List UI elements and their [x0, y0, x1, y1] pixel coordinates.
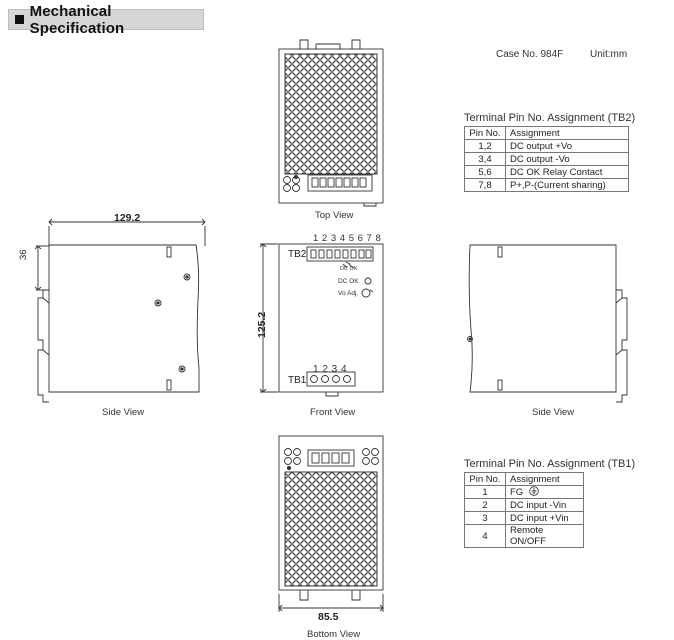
- vo-adj-label: Vo Adj.: [338, 290, 359, 297]
- dimension-width-bottom: 85.5: [318, 611, 339, 623]
- dc-ok-terminal-label: DC OK: [340, 266, 358, 272]
- side-view-right-caption: Side View: [532, 407, 575, 418]
- side-view-right: [467, 244, 628, 403]
- side-view-left: [34, 218, 206, 403]
- table-row: 7,8 P+,P-(Current sharing): [464, 178, 629, 192]
- tb1-table-title: Terminal Pin No. Assignment (TB1): [464, 458, 636, 470]
- table-row: 2 DC input -Vin: [464, 498, 584, 512]
- top-view-caption: Top View: [315, 210, 354, 221]
- section-title: Mechanical Specification: [29, 2, 125, 37]
- bottom-view-caption: Bottom View: [307, 629, 361, 640]
- front-view-caption: Front View: [310, 407, 356, 418]
- tb2-label: TB2: [288, 249, 307, 260]
- tb1-label: TB1: [288, 375, 307, 386]
- tb2-pin-numbers: 1 2 3 4 5 6 7 8: [313, 233, 382, 244]
- bullet-square-icon: [15, 15, 24, 24]
- tb1-assignment-table: Pin No. Assignment 1 FG 2 DC input -Vin …: [464, 472, 584, 548]
- dimension-width-side: 129.2: [114, 212, 141, 224]
- assignment-cell: P+,P-(Current sharing): [505, 178, 629, 192]
- assignment-cell: Remote ON/OFF: [505, 524, 584, 548]
- dc-ok-led-label: DC OK: [338, 278, 359, 285]
- unit-label: Unit:mm: [590, 49, 628, 60]
- table-row: 1 FG: [464, 485, 584, 499]
- pin-cell: 4: [464, 524, 506, 548]
- tb2-table-title: Terminal Pin No. Assignment (TB2): [464, 112, 636, 124]
- case-number: Case No. 984F: [496, 49, 564, 60]
- side-view-left-caption: Side View: [102, 407, 145, 418]
- front-view: [259, 243, 384, 397]
- tb2-assignment-table: Pin No. Assignment 1,2 DC output +Vo 3,4…: [464, 126, 629, 192]
- ground-symbol-icon: [529, 486, 539, 496]
- pin-cell: 7,8: [464, 178, 506, 192]
- assignment-text: FG: [510, 487, 524, 498]
- table-row: 4 Remote ON/OFF: [464, 524, 584, 548]
- bottom-view: [278, 435, 384, 612]
- top-view: [278, 39, 384, 207]
- section-header: Mechanical Specification: [8, 3, 204, 37]
- tb1-pin-numbers: 1 2 3 4: [313, 364, 348, 375]
